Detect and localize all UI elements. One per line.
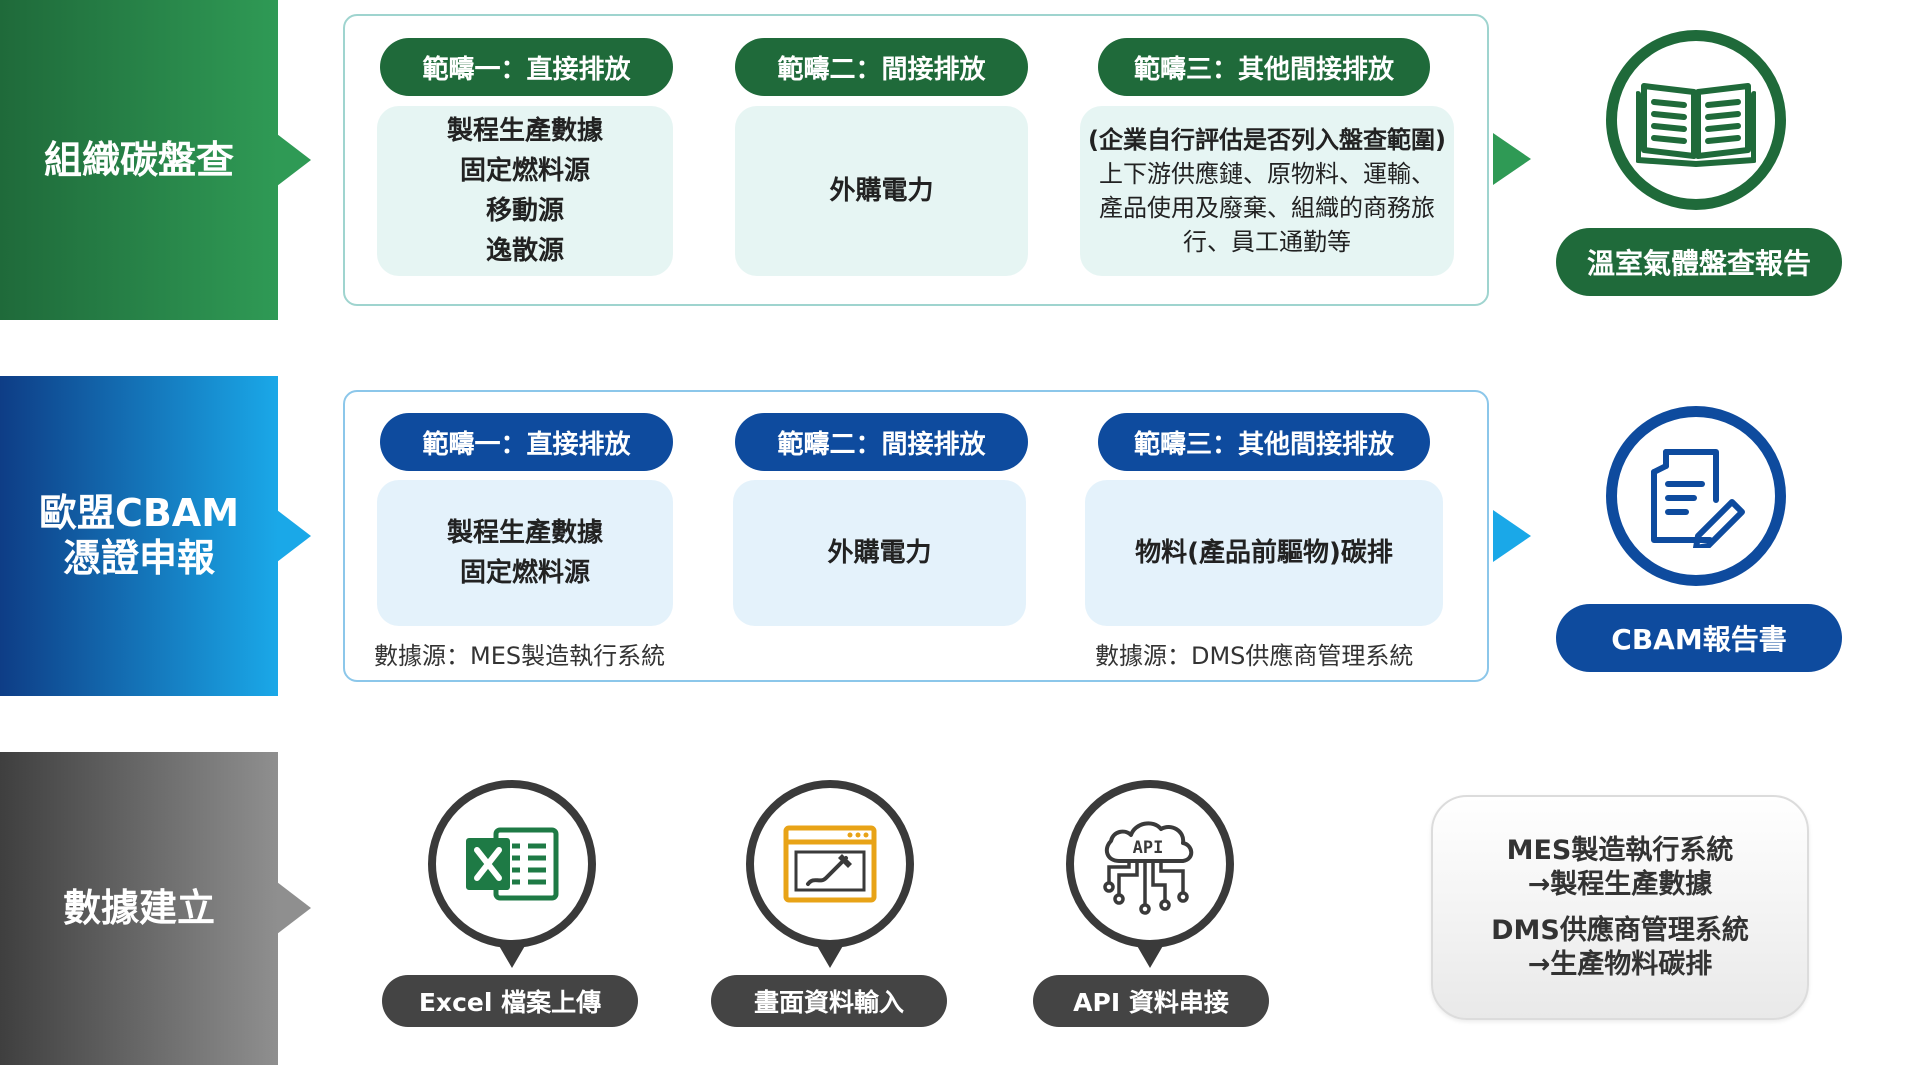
scope2-text: 外購電力 [829, 176, 934, 206]
section-title: 數據建立 [62, 886, 215, 930]
data-source-mes: 數據源：MES製造執行系統 [374, 642, 666, 670]
summary-mes-target: →製程生產數據 [1527, 868, 1713, 900]
screen-input-pill: 畫面資料輸入 [711, 975, 947, 1027]
api-label: API 資料串接 [1073, 988, 1229, 1017]
section-carbon-inventory-header: 組織碳盤查 [0, 0, 278, 320]
scope3-label: 範疇三：其他間接排放 [1133, 429, 1394, 460]
excel-label: Excel 檔案上傳 [418, 988, 602, 1017]
scope1-pill: 範疇一：直接排放 [380, 38, 673, 96]
report-label: CBAM報告書 [1611, 623, 1787, 656]
ghg-report-pill: 溫室氣體盤查報告 [1556, 228, 1842, 296]
scope1-label: 範疇一：直接排放 [422, 54, 631, 85]
screen-input-label: 畫面資料輸入 [753, 988, 904, 1017]
excel-upload-pill: Excel 檔案上傳 [382, 975, 638, 1027]
document-edit-icon [1606, 406, 1786, 586]
arrow-to-report [1493, 510, 1531, 562]
scope2-pill: 範疇二：間接排放 [735, 38, 1028, 96]
scope2-content: 外購電力 [733, 480, 1026, 626]
arrow-to-report [1493, 133, 1531, 185]
section-data-setup-header: 數據建立 [0, 752, 278, 1065]
scope1-item: 固定燃料源 [459, 156, 590, 186]
scope3-content: 物料(產品前驅物)碳排 [1085, 480, 1443, 626]
summary-mes: MES製造執行系統 [1506, 834, 1734, 866]
scope2-label: 範疇二：間接排放 [777, 54, 986, 85]
section-arrow [277, 882, 311, 934]
scope3-text: 物料(產品前驅物)碳排 [1135, 538, 1393, 568]
scope1-label: 範疇一：直接排放 [422, 429, 631, 460]
scope3-pill: 範疇三：其他間接排放 [1098, 38, 1430, 96]
scope1-item: 固定燃料源 [459, 558, 590, 588]
section-cbam-header: 歐盟CBAM 憑證申報 [0, 376, 278, 696]
badge-pointer [498, 944, 526, 968]
scope3-note: (企業自行評估是否列入盤查範圍) [1088, 126, 1446, 154]
book-icon [1606, 30, 1786, 210]
cbam-report-pill: CBAM報告書 [1556, 604, 1842, 672]
api-icon-text: API [1133, 838, 1164, 858]
scope1-item: 製程生產數據 [446, 518, 603, 548]
scope2-pill: 範疇二：間接排放 [735, 413, 1028, 471]
screen-input-icon [746, 780, 914, 948]
section-title-line1: 歐盟CBAM [38, 491, 240, 535]
badge-pointer [1136, 944, 1164, 968]
data-source-summary: MES製造執行系統 →製程生產數據 DMS供應商管理系統 →生產物料碳排 [1431, 795, 1809, 1020]
summary-dms: DMS供應商管理系統 [1491, 914, 1749, 946]
scope3-content: (企業自行評估是否列入盤查範圍) 上下游供應鏈、原物料、運輸、產品使用及廢棄、組… [1080, 106, 1454, 276]
scope1-content: 製程生產數據 固定燃料源 移動源 逸散源 [377, 106, 673, 276]
section-arrow [277, 510, 311, 562]
scope1-pill: 範疇一：直接排放 [380, 413, 673, 471]
scope3-text: 上下游供應鏈、原物料、運輸、產品使用及廢棄、組織的商務旅行、員工通勤等 [1099, 160, 1435, 256]
scope2-content: 外購電力 [735, 106, 1028, 276]
scope1-item: 移動源 [485, 196, 564, 226]
excel-icon [428, 780, 596, 948]
api-connect-pill: API 資料串接 [1033, 975, 1269, 1027]
section-title-line2: 憑證申報 [62, 536, 215, 580]
summary-dms-target: →生產物料碳排 [1527, 948, 1713, 980]
scope3-label: 範疇三：其他間接排放 [1133, 54, 1394, 85]
scope1-item: 逸散源 [485, 236, 564, 266]
data-source-dms: 數據源：DMS供應商管理系統 [1095, 642, 1414, 670]
badge-pointer [816, 944, 844, 968]
section-title: 組織碳盤查 [43, 137, 234, 182]
scope1-item: 製程生產數據 [446, 116, 603, 146]
report-label: 溫室氣體盤查報告 [1586, 247, 1811, 280]
scope3-pill: 範疇三：其他間接排放 [1098, 413, 1430, 471]
section-arrow [277, 134, 311, 186]
scope2-label: 範疇二：間接排放 [777, 429, 986, 460]
api-cloud-icon: API [1066, 780, 1234, 948]
scope2-text: 外購電力 [827, 538, 932, 568]
scope1-content: 製程生產數據 固定燃料源 [377, 480, 673, 626]
